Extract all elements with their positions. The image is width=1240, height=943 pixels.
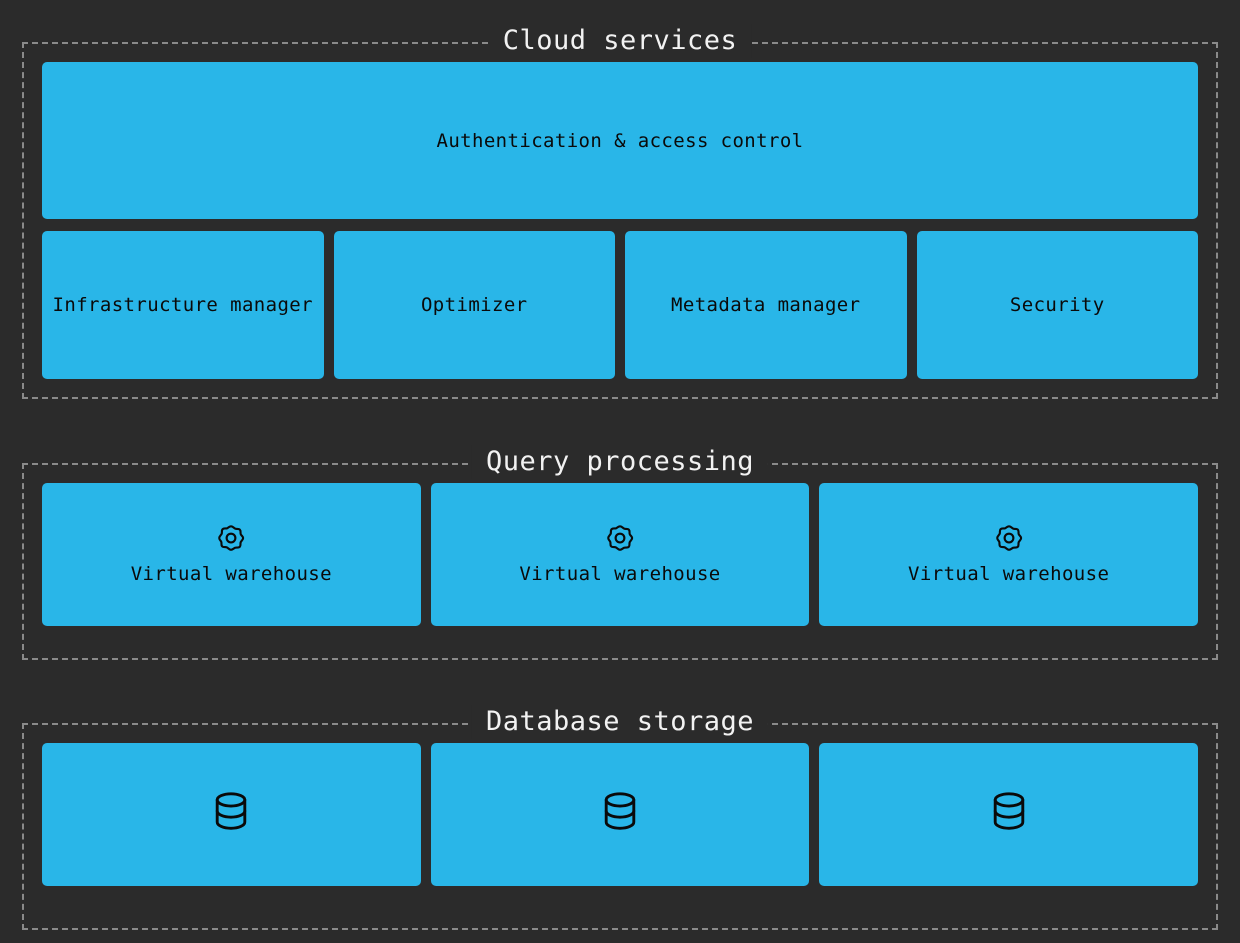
node-label: Authentication & access control — [436, 129, 804, 152]
database-icon — [208, 788, 254, 834]
database-icon — [597, 788, 643, 834]
database-storage-node-row — [42, 743, 1199, 886]
node-authentication-access-control[interactable]: Authentication & access control — [42, 62, 1198, 219]
node-optimizer[interactable]: Optimizer — [333, 231, 615, 379]
node-database-storage-2[interactable] — [430, 743, 810, 886]
node-virtual-warehouse-1[interactable]: Virtual warehouse — [42, 483, 421, 626]
query-processing-node-row: Virtual warehouse Virtual warehouse — [42, 483, 1199, 626]
node-label: Infrastructure manager — [52, 294, 313, 316]
node-label: Security — [1009, 294, 1105, 316]
node-infrastructure-manager[interactable]: Infrastructure manager — [42, 231, 324, 379]
section-title-cloud-services: Cloud services — [488, 24, 752, 58]
section-database-storage: Database storage — [22, 705, 1218, 930]
node-metadata-manager[interactable]: Metadata manager — [625, 231, 907, 379]
gear-icon — [994, 523, 1024, 553]
section-title-database-storage: Database storage — [471, 705, 769, 739]
node-virtual-warehouse-2[interactable]: Virtual warehouse — [430, 483, 810, 626]
section-title-query-processing: Query processing — [471, 445, 769, 479]
database-icon — [986, 788, 1032, 834]
node-security[interactable]: Security — [916, 231, 1198, 379]
gear-icon — [605, 523, 635, 553]
node-database-storage-1[interactable] — [42, 743, 421, 886]
gear-icon — [216, 523, 246, 553]
section-body-cloud-services: Authentication & access control Infrastr… — [24, 44, 1216, 397]
node-label: Metadata manager — [671, 294, 861, 316]
node-label: Virtual warehouse — [908, 562, 1110, 585]
node-label: Optimizer — [420, 294, 528, 316]
cloud-services-node-row: Infrastructure manager Optimizer Metadat… — [42, 231, 1198, 379]
node-label: Virtual warehouse — [519, 562, 721, 585]
section-cloud-services: Cloud services Authentication & access c… — [22, 24, 1218, 399]
node-database-storage-3[interactable] — [819, 743, 1199, 886]
section-body-query-processing: Virtual warehouse Virtual warehouse — [24, 465, 1216, 658]
node-virtual-warehouse-3[interactable]: Virtual warehouse — [819, 483, 1199, 626]
section-query-processing: Query processing Virtual warehouse — [22, 445, 1218, 660]
node-label: Virtual warehouse — [130, 562, 332, 585]
section-body-database-storage — [24, 725, 1216, 928]
